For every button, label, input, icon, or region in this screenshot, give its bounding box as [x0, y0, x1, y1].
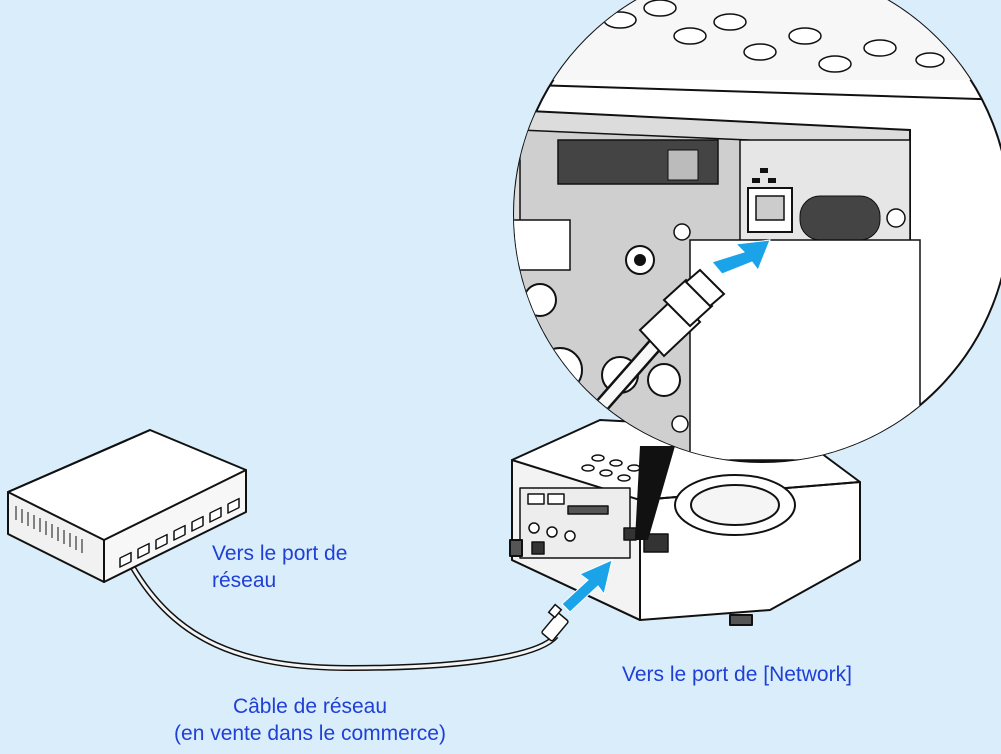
projector-rear-panel: [519, 487, 669, 559]
cable-label-line2: (en vente dans le commerce): [174, 722, 446, 745]
projector-port-arrow: [561, 559, 613, 613]
zoom-buttons: [603, 0, 945, 73]
zoom-network-symbol: [752, 168, 776, 183]
zoom-pointer: [635, 446, 675, 540]
hub-vents: [15, 506, 83, 553]
zoom-port-arrow: [711, 239, 771, 275]
zoom-rj45-plug: [638, 268, 726, 358]
cable-label-line1: Câble de réseau: [232, 695, 388, 718]
hub-ports: [119, 497, 240, 568]
hub-port-label-line2: réseau: [212, 569, 277, 592]
projector-port-label: Vers le port de [Network]: [622, 663, 852, 686]
hub-port-label-line1: Vers le port de: [212, 542, 348, 565]
hub-port-label: Vers le port de réseau: [212, 540, 347, 594]
cable-label: Câble de réseau (en vente dans le commer…: [0, 693, 620, 747]
cable-plug-small: [541, 603, 569, 642]
network-hub: [7, 429, 247, 583]
